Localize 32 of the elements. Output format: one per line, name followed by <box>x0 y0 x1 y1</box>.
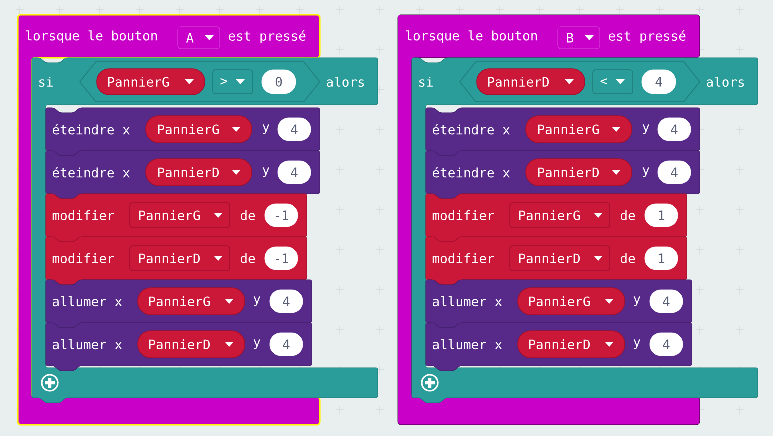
variable-dropdown: PannierG <box>510 202 610 228</box>
number-field: 4 <box>270 290 304 314</box>
variable-pill: PannierD <box>518 330 626 358</box>
variable-pill: PannierG <box>518 288 626 316</box>
number-field: 4 <box>658 118 692 142</box>
number-field: 4 <box>278 160 312 184</box>
variable-pill: PannierD <box>476 68 586 96</box>
number-field: 0 <box>262 70 296 94</box>
variable-pill: PannierG <box>96 68 206 96</box>
variable-dropdown: PannierD <box>510 246 610 272</box>
dropdown: A <box>178 26 220 50</box>
variable-dropdown: PannierG <box>130 202 230 228</box>
dropdown: B <box>558 26 600 50</box>
variable-pill: PannierG <box>138 288 246 316</box>
number-field: 1 <box>644 246 678 270</box>
number-field: 4 <box>650 290 684 314</box>
variable-dropdown: PannierD <box>130 246 230 272</box>
number-field: 4 <box>650 332 684 356</box>
number-field: -1 <box>264 246 298 270</box>
number-field: 4 <box>658 160 692 184</box>
variable-pill: PannierD <box>138 330 246 358</box>
number-field: -1 <box>264 204 298 228</box>
number-field: 1 <box>644 204 678 228</box>
variable-pill: PannierG <box>146 116 252 144</box>
variable-pill: PannierD <box>526 158 632 186</box>
variable-pill: PannierG <box>526 116 632 144</box>
variable-pill: PannierD <box>146 158 252 186</box>
operator-dropdown: < <box>592 70 634 94</box>
number-field: 4 <box>642 70 676 94</box>
operator-dropdown: > <box>212 70 254 94</box>
number-field: 4 <box>278 118 312 142</box>
number-field: 4 <box>270 332 304 356</box>
